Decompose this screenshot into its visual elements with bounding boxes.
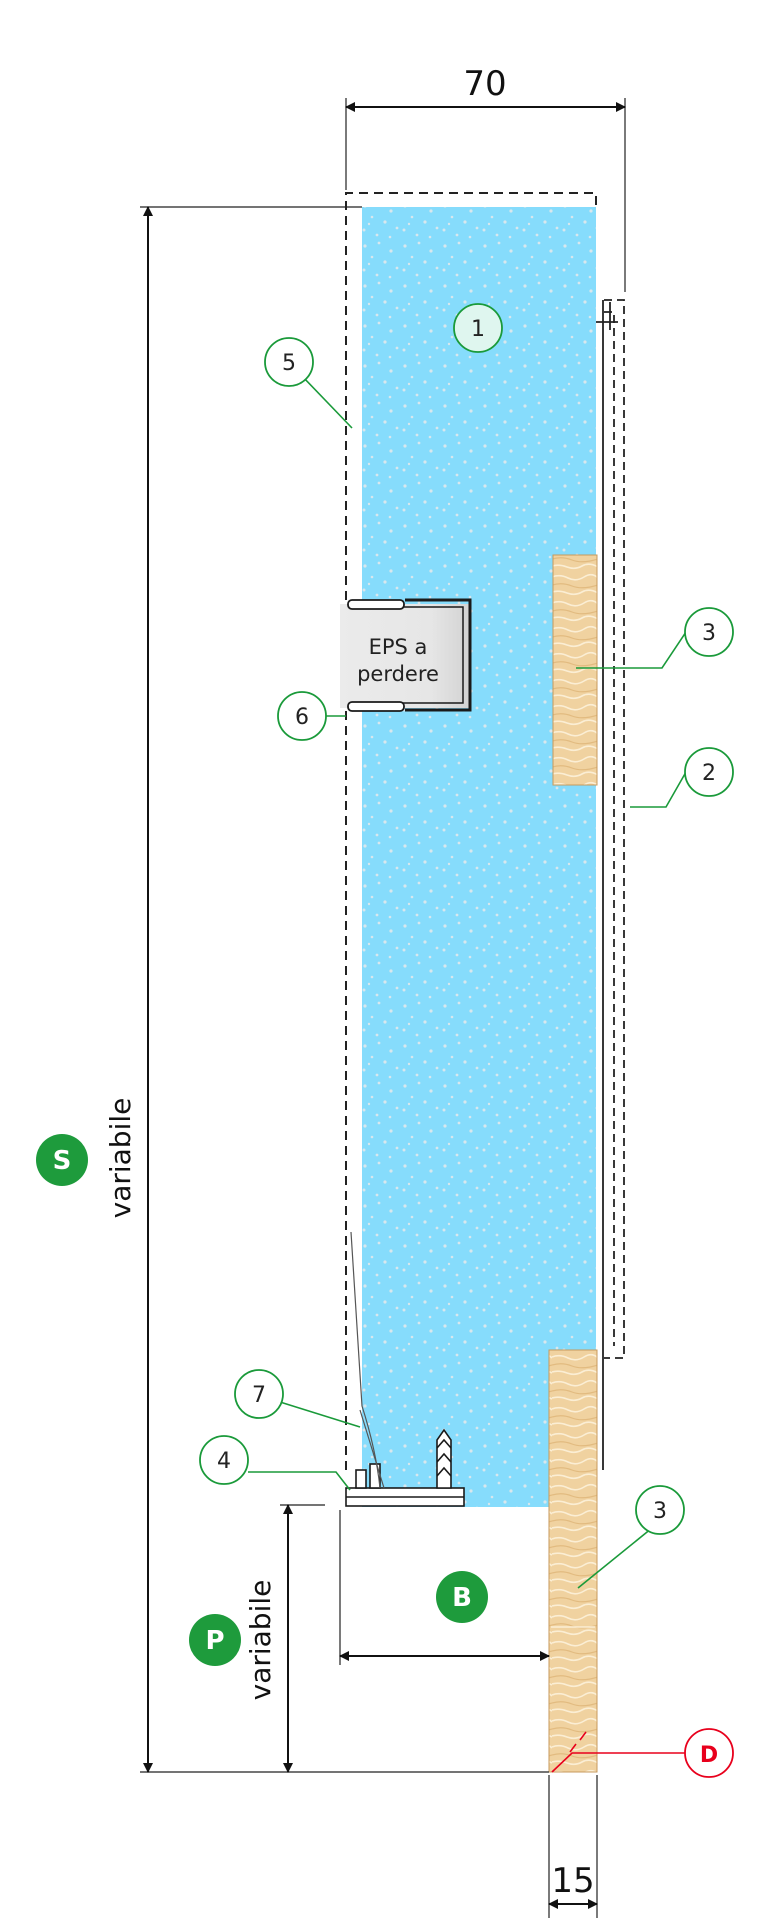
leader-2	[630, 771, 687, 808]
callout-3-upper: 3	[684, 607, 734, 657]
svg-text:2: 2	[702, 761, 716, 786]
callout-6: 6	[277, 691, 327, 741]
leader-7	[279, 1401, 361, 1428]
crack-mark-d2	[569, 1743, 577, 1753]
svg-text:D: D	[700, 1743, 718, 1768]
leader-4	[248, 1471, 351, 1491]
svg-text:5: 5	[282, 351, 296, 376]
svg-text:4: 4	[217, 1449, 231, 1474]
seal-strip	[350, 1231, 385, 1489]
leader-d	[551, 1752, 686, 1773]
svg-text:P: P	[205, 1626, 224, 1656]
dimension-s-label: variabile	[104, 1098, 137, 1219]
badge-b: B	[436, 1571, 488, 1623]
callout-3-lower: 3	[635, 1485, 685, 1535]
wood-strip-lower	[548, 1349, 598, 1773]
base-profile	[345, 1428, 465, 1507]
svg-text:7: 7	[252, 1383, 266, 1408]
badge-p: P	[189, 1614, 241, 1666]
external-cladding	[596, 299, 625, 1470]
svg-text:6: 6	[295, 705, 309, 730]
callout-2: 2	[684, 747, 734, 797]
leader-3-upper	[576, 631, 687, 669]
dimension-70-label: 70	[463, 64, 506, 104]
callout-7: 7	[234, 1369, 284, 1419]
formwork-outline	[345, 192, 597, 1470]
eps-insert: EPS a perdere	[340, 598, 472, 712]
dimension-15-label: 15	[551, 1861, 594, 1901]
eps-label-line1: EPS a	[369, 635, 428, 659]
crack-mark-d	[579, 1731, 587, 1741]
badge-s: S	[36, 1134, 88, 1186]
callout-4: 4	[199, 1435, 249, 1485]
leader-5	[301, 375, 353, 429]
eps-label-line2: perdere	[357, 662, 439, 686]
wall-core	[362, 207, 596, 1507]
callout-5: 5	[264, 337, 314, 387]
wood-strip-upper	[552, 554, 598, 786]
callout-leaders	[248, 375, 687, 1589]
svg-text:3: 3	[653, 1499, 667, 1524]
leader-3-lower	[577, 1527, 653, 1589]
svg-text:S: S	[53, 1146, 72, 1176]
callout-1: 1	[453, 303, 503, 353]
svg-text:1: 1	[471, 317, 485, 342]
callout-d: D	[684, 1728, 734, 1778]
svg-text:B: B	[452, 1583, 472, 1613]
dimension-p-label: variabile	[244, 1580, 277, 1701]
svg-text:3: 3	[702, 621, 716, 646]
